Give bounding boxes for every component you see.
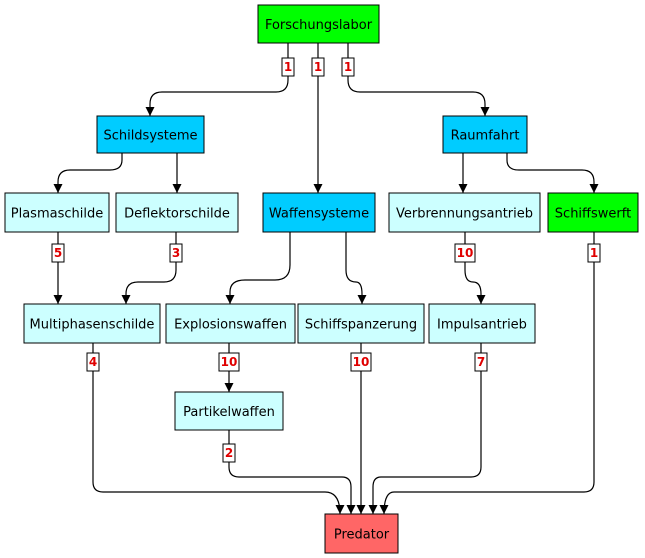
edge-count-badge: 10: [218, 352, 240, 372]
node-schildsysteme: Schildsysteme: [96, 115, 205, 154]
node-verbrennungsantrieb: Verbrennungsantrieb: [388, 192, 541, 233]
node-label: Multiphasenschilde: [30, 318, 155, 333]
node-schiffswerft: Schiffswerft: [547, 192, 639, 233]
edge-count-label: 1: [284, 60, 292, 74]
edge-arrow: [379, 232, 595, 515]
edge-arrow: [345, 232, 367, 304]
node-label: Schiffspanzerung: [305, 318, 417, 333]
edge-count-badge: 3: [169, 243, 183, 263]
node-label: Deflektorschilde: [124, 207, 230, 222]
edge-arrow: [53, 153, 123, 193]
node-box: [428, 303, 536, 344]
edge-count-badge: 1: [341, 57, 355, 77]
node-box: [262, 192, 376, 233]
edge-count-badge: 10: [454, 243, 476, 263]
node-label: Verbrennungsantrieb: [396, 207, 533, 222]
edge-count-label: 1: [314, 60, 322, 74]
edge-count-label: 1: [590, 246, 598, 260]
node-label: Waffensysteme: [269, 207, 369, 222]
edge-verbrennungsantrieb-to-impulsantrieb: [464, 232, 486, 304]
edge-arrow: [347, 43, 490, 116]
edge-count-badge: 1: [281, 57, 295, 77]
edge-count-label: 1: [344, 60, 352, 74]
node-plasmaschilde: Plasmaschilde: [4, 192, 110, 233]
edge-count-label: 5: [54, 246, 62, 260]
node-box: [388, 192, 541, 233]
edge-schiffswerft-to-predator: [379, 232, 595, 515]
badges-layer: 1 1 1 5 3 10 10 4 2 10 7 1: [51, 57, 601, 463]
node-box: [115, 192, 239, 233]
node-box: [4, 192, 110, 233]
edge-partikelwaffen-to-predator: [228, 430, 356, 514]
node-label: Schiffswerft: [555, 207, 631, 222]
node-explosionswaffen: Explosionswaffen: [165, 303, 296, 344]
edge-count-label: 10: [221, 355, 238, 369]
node-raumfahrt: Raumfahrt: [442, 115, 528, 154]
edge-count-badge: 7: [474, 352, 488, 372]
edge-count-label: 10: [457, 246, 474, 260]
edge-count-label: 7: [477, 355, 485, 369]
edge-waffensysteme-to-schiffspanzerung: [345, 232, 367, 304]
node-schiffspanzerung: Schiffspanzerung: [297, 303, 425, 344]
edge-count-badge: 5: [51, 243, 65, 263]
node-box: [442, 115, 528, 154]
edge-arrow: [121, 232, 177, 304]
edge-multiphasenschilde-to-predator: [92, 343, 345, 515]
node-box: [324, 513, 399, 554]
edge-waffensysteme-to-explosionswaffen: [225, 232, 291, 304]
edge-count-badge: 1: [587, 243, 601, 263]
edge-count-label: 10: [353, 355, 370, 369]
edge-arrow: [92, 343, 345, 515]
edge-forschungslabor-to-schildsysteme: [145, 43, 289, 116]
node-label: Raumfahrt: [451, 129, 520, 144]
edge-arrow: [225, 232, 291, 304]
node-waffensysteme: Waffensysteme: [262, 192, 376, 233]
node-box: [165, 303, 296, 344]
node-label: Plasmaschilde: [11, 207, 103, 222]
edge-schildsysteme-to-plasmaschilde: [53, 153, 123, 193]
edge-count-label: 2: [225, 446, 233, 460]
edge-arrow: [506, 153, 599, 193]
node-predator: Predator: [324, 513, 399, 554]
node-box: [174, 391, 284, 431]
edge-arrow: [145, 43, 289, 116]
edge-count-badge: 4: [86, 352, 100, 372]
node-label: Explosionswaffen: [174, 318, 287, 333]
edge-count-badge: 1: [311, 57, 325, 77]
edge-impulsantrieb-to-predator: [368, 343, 482, 514]
node-label: Partikelwaffen: [183, 405, 275, 420]
node-label: Forschungslabor: [265, 18, 373, 33]
edge-arrow: [464, 232, 486, 304]
edge-raumfahrt-to-schiffswerft: [506, 153, 599, 193]
edges-layer: [53, 43, 599, 515]
edge-count-label: 3: [172, 246, 180, 260]
node-forschungslabor: Forschungslabor: [257, 4, 380, 44]
node-box: [23, 303, 161, 344]
node-box: [257, 4, 380, 44]
node-partikelwaffen: Partikelwaffen: [174, 391, 284, 431]
edge-count-badge: 10: [350, 352, 372, 372]
node-deflektorschilde: Deflektorschilde: [115, 192, 239, 233]
edge-forschungslabor-to-raumfahrt: [347, 43, 490, 116]
node-box: [547, 192, 639, 233]
node-impulsantrieb: Impulsantrieb: [428, 303, 536, 344]
node-label: Schildsysteme: [103, 129, 197, 144]
node-box: [297, 303, 425, 344]
edge-count-badge: 2: [222, 443, 236, 463]
node-label: Predator: [334, 528, 390, 543]
node-label: Impulsantrieb: [437, 318, 527, 333]
edge-count-label: 4: [89, 355, 97, 369]
edge-arrow: [368, 343, 482, 514]
node-box: [96, 115, 205, 154]
edge-arrow: [228, 430, 356, 514]
node-multiphasenschilde: Multiphasenschilde: [23, 303, 161, 344]
edge-deflektorschilde-to-multiphasenschilde: [121, 232, 177, 304]
